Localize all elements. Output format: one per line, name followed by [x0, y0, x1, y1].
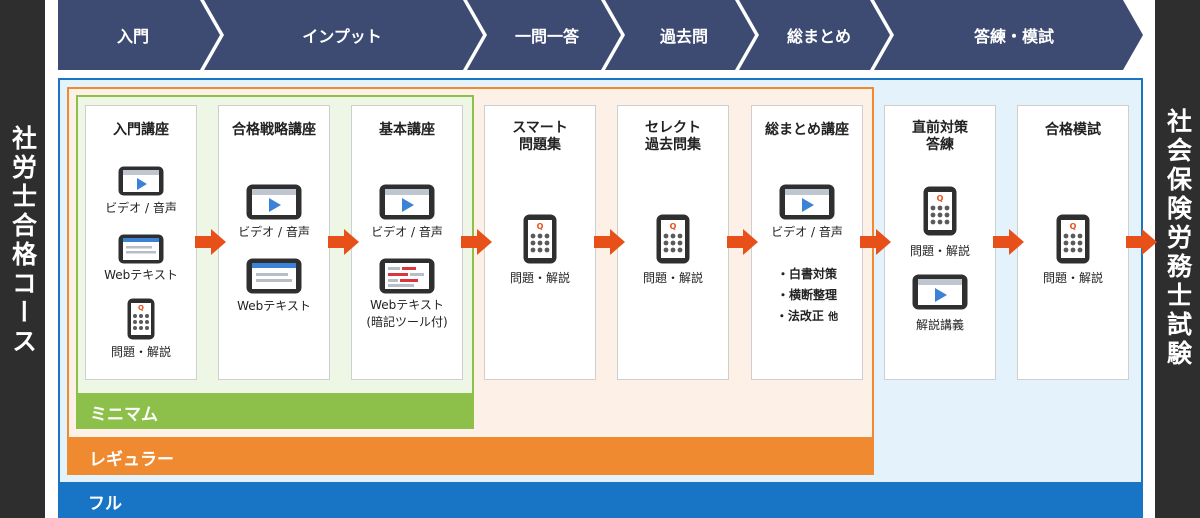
- phase-practice-exam: 答練・模試: [973, 27, 1054, 46]
- svg-text:Q: Q: [1070, 222, 1077, 231]
- phase-intro: 入門: [116, 27, 149, 46]
- bullet-white-paper: ・白書対策: [776, 267, 837, 281]
- course-title: 合格模試: [1045, 122, 1101, 138]
- course-card-smart-questions: スマート 問題集 Q 問題・解説: [484, 105, 596, 380]
- summary-bullet-list: ・白書対策 ・横断整理 ・法改正 他: [752, 264, 862, 328]
- course-title-line: セレクト: [645, 120, 701, 136]
- course-title: 合格戦略講座: [232, 122, 316, 138]
- item-label: 解説講義: [915, 318, 964, 332]
- phase-chevron-bar: [58, 0, 1143, 70]
- course-name-sidebar: 社労士合格コース: [0, 0, 45, 518]
- web-text-tablet-icon: [118, 234, 164, 264]
- course-title: 基本講座: [379, 122, 435, 138]
- right-arrow-icon: [860, 229, 891, 255]
- question-phone-icon: Q: [1056, 214, 1090, 264]
- bullet-text: ・法改正: [775, 309, 824, 323]
- question-phone-icon: Q: [656, 214, 690, 264]
- phase-qa: 一問一答: [514, 27, 579, 46]
- question-phone-icon: Q: [127, 298, 155, 340]
- item-label: 問題・解説: [110, 345, 171, 359]
- bullet-law-revision: ・法改正 他: [752, 306, 862, 328]
- item-label: (暗記ツール付): [366, 315, 448, 329]
- svg-text:Q: Q: [138, 304, 144, 312]
- course-title: スマート 問題集: [485, 120, 595, 154]
- course-card-intro: 入門講座 ビデオ / 音声 Webテキスト Q 問題・解説: [85, 105, 197, 380]
- bullet-suffix: 他: [828, 312, 839, 323]
- item-label: ビデオ / 音声: [238, 225, 310, 239]
- tier-regular-bar: レギュラー: [67, 437, 874, 475]
- web-text-tablet-icon: [246, 258, 302, 294]
- item-label: ビデオ / 音声: [371, 225, 443, 239]
- item-label: 問題・解説: [509, 271, 570, 285]
- exam-name: 社会保険労務士試験: [1163, 108, 1193, 369]
- phase-chevron-exam: [874, 0, 1143, 70]
- course-title-line: 答練: [926, 137, 954, 153]
- right-arrow-icon: [727, 229, 758, 255]
- bullet-cross-organize: ・横断整理: [776, 288, 837, 302]
- question-phone-icon: Q: [923, 186, 957, 236]
- video-tablet-icon: [246, 184, 302, 220]
- phase-past-exams: 過去問: [659, 27, 708, 46]
- right-arrow-icon: [328, 229, 359, 255]
- exam-name-sidebar: 社会保険労務士試験: [1155, 0, 1200, 518]
- course-title: 直前対策 答練: [885, 120, 995, 154]
- item-label: 問題・解説: [909, 244, 970, 258]
- phase-chevron-intro: [58, 0, 220, 70]
- right-arrow-icon: [594, 229, 625, 255]
- tier-full-bar: フル: [58, 482, 1143, 518]
- tier-minimum-bar: ミニマム: [76, 393, 474, 429]
- course-card-mock-exam: 合格模試 Q 問題・解説: [1017, 105, 1129, 380]
- tier-minimum-label: ミニマム: [90, 405, 158, 425]
- course-title-line: スマート: [512, 120, 568, 136]
- course-title-line: 問題集: [519, 137, 561, 153]
- item-label: ビデオ / 音声: [771, 225, 843, 239]
- phase-input: インプット: [302, 27, 382, 46]
- tier-full-label: フル: [88, 494, 122, 514]
- item-label: Webテキスト: [237, 299, 311, 313]
- right-arrow-icon: [1126, 229, 1157, 255]
- course-name: 社労士合格コース: [8, 125, 38, 357]
- course-title: 入門講座: [113, 122, 169, 138]
- course-title: セレクト 過去問集: [618, 120, 728, 154]
- course-card-strategy: 合格戦略講座 ビデオ / 音声 Webテキスト: [218, 105, 330, 380]
- course-title-line: 過去問集: [645, 137, 701, 153]
- course-title: 総まとめ講座: [765, 122, 849, 138]
- memorization-tool-tablet-icon: [379, 258, 435, 294]
- video-tablet-icon: [379, 184, 435, 220]
- svg-text:Q: Q: [670, 222, 677, 231]
- course-card-select-past-exams: セレクト 過去問集 Q 問題・解説: [617, 105, 729, 380]
- svg-text:Q: Q: [937, 194, 944, 203]
- video-tablet-icon: [118, 166, 164, 196]
- phase-chevron-input: [204, 0, 483, 70]
- question-phone-icon: Q: [523, 214, 557, 264]
- phase-chevron-past: [605, 0, 755, 70]
- video-tablet-icon: [779, 184, 835, 220]
- item-label: 問題・解説: [642, 271, 703, 285]
- phase-chevron-qa: [467, 0, 621, 70]
- video-tablet-icon: [912, 274, 968, 310]
- right-arrow-icon: [461, 229, 492, 255]
- item-label: Webテキスト: [370, 298, 444, 312]
- item-label: 問題・解説: [1042, 271, 1103, 285]
- course-card-summary: 総まとめ講座 ビデオ / 音声 ・白書対策 ・横断整理 ・法改正 他: [751, 105, 863, 380]
- right-arrow-icon: [195, 229, 226, 255]
- course-title-line: 直前対策: [912, 120, 968, 136]
- item-label: ビデオ / 音声: [105, 201, 177, 215]
- course-card-basic: 基本講座 ビデオ / 音声 Webテキスト (暗記ツール付): [351, 105, 463, 380]
- phase-summary: 総まとめ: [786, 27, 851, 46]
- right-arrow-icon: [993, 229, 1024, 255]
- course-card-final-practice: 直前対策 答練 Q 問題・解説 解説講義: [884, 105, 996, 380]
- item-label: Webテキスト: [104, 268, 178, 282]
- svg-text:Q: Q: [537, 222, 544, 231]
- phase-chevron-summary: [739, 0, 890, 70]
- tier-regular-label: レギュラー: [89, 450, 174, 470]
